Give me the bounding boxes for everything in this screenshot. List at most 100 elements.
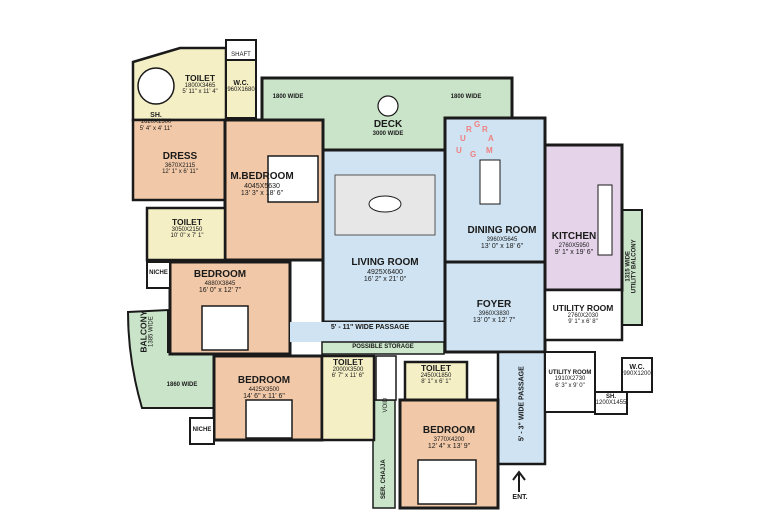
utility-room-small-label: UTILITY ROOM 1910X2730 6' 3" x 9' 0" [546,370,594,389]
bedroom-left-bed [201,305,249,351]
coffee-table [368,195,402,213]
watermark-letter: M [486,146,493,155]
shower-top-imperial: 5' 4" x 4' 11" [139,125,173,132]
utility-room-small-size: 1910X2730 [554,376,586,383]
toilet-master-name: TOILET [184,73,216,83]
bedroom-bottom-size: 3770X4200 [433,436,465,443]
foyer-size: 3960X3830 [478,310,510,317]
ser-chajja-label: SER. CHAJJA [380,459,387,499]
bedroom-left-size: 4880X3845 [204,280,236,287]
wc-right-name: W.C. [629,364,645,371]
shower-top-size: 1620X1500 [140,119,172,126]
wc-top-size: 960X1680 [227,87,255,94]
dining-room-name: DINING ROOM [467,225,537,236]
deck-right-wide-label: 1800 WIDE [450,94,482,100]
toilet-master-imperial: 5' 11" x 11' 4" [182,89,218,96]
utility-balcony-label: 1315 WIDE UTILITY BALCONY [626,226,639,306]
wide-1860-label: 1860 WIDE [166,382,198,388]
dress-area [131,118,227,202]
watermark-letter: G [474,120,481,129]
shower-right-size: 1200X1455 [595,400,627,407]
bedroom-bottom-left-imperial: 14' 6" x 11' 6" [243,392,285,400]
bedroom-bottom-name: BEDROOM [422,425,476,436]
foyer-imperial: 13' 0" x 12' 7" [472,316,516,324]
bedroom-left-label: BEDROOM 4880X3845 16' 0" x 12' 7" [180,269,260,294]
entrance-arrow-icon [512,470,526,492]
shower-right-area [594,391,628,415]
utility-room-small-area [544,351,596,413]
dress-name: DRESS [162,151,198,162]
living-room-imperial: 16' 2" x 21' 0" [363,275,407,283]
niche-top-label: NICHE [149,270,168,276]
master-bedroom-label: M.BEDROOM 4045X5630 13' 3" x 18' 6" [226,171,298,197]
wc-right-area [621,357,653,393]
deck-left-wide-label: 1800 WIDE [272,94,304,100]
wide-passage-label: 5' - 11" WIDE PASSAGE [330,324,410,331]
utility-room-small-name: UTILITY ROOM [548,370,592,376]
kitchen-counter [597,184,613,256]
foyer-name: FOYER [476,299,512,310]
toilet-left-name: TOILET [171,217,203,227]
utility-room-label: UTILITY ROOM 2760X2030 9' 1" x 6' 8" [546,304,620,326]
bedroom-bottom-left-size: 4425X3500 [248,386,280,393]
living-room-size: 4925X6400 [367,268,403,276]
bedroom-bottom-left-name: BEDROOM [237,375,291,386]
toilet-left-size: 3050X2150 [171,226,203,233]
utility-balcony-name: UTILITY BALCONY [632,239,638,294]
wc-top-name: W.C. [233,80,249,87]
bedroom-left-imperial: 16' 0" x 12' 7" [198,286,242,294]
deck-label: DECK 3000 WIDE [356,119,420,137]
wc-right-label: W.C. 990X1200 [622,364,652,378]
toilet-center-name: TOILET [420,363,452,373]
void-area [375,355,397,401]
toilet-center-label: TOILET 2450X1850 8' 1" x 6' 1" [408,364,464,386]
wc-top-label: W.C. 960X1680 [226,80,256,94]
living-room-label: LIVING ROOM 4925X6400 16' 2" x 21' 0" [340,257,430,283]
deck-table [377,95,399,117]
dining-room-label: DINING ROOM 3960X5645 13' 0" x 18' 6" [462,225,542,250]
utility-room-imperial: 9' 1" x 6' 8" [568,319,598,326]
bedroom-bottom-imperial: 12' 4" x 13' 9" [427,442,471,450]
utility-room-area [543,288,624,342]
toilet-master-label: TOILET 1800X3465 5' 11" x 11' 4" [178,74,222,96]
dress-imperial: 12' 1" x 6' 11" [162,168,198,175]
entrance-label: ENT. [512,494,528,501]
void-label: VOID [382,397,389,413]
kitchen-name: KITCHEN [551,231,597,242]
toilet-master-size: 1800X3465 [184,82,216,89]
toilet-mid-size: 2000X3500 [332,366,364,373]
kitchen-label: KITCHEN 2760X5950 9' 1" x 19' 6" [544,231,604,256]
toilet-mid-label: TOILET 2000X3500 6' 7" x 11' 6" [322,358,374,380]
master-bed [267,155,319,203]
toilet-mid-area [320,354,376,442]
master-bedroom-imperial: 13' 3" x 18' 6" [240,189,284,197]
shaft-area [225,39,257,61]
kitchen-imperial: 9' 1" x 19' 6" [554,248,594,256]
toilet-mid-imperial: 6' 7" x 11' 6" [331,373,365,380]
dining-table [479,159,501,205]
foyer-label: FOYER 3960X3830 13' 0" x 12' 7" [448,299,540,324]
possible-storage-label: POSSIBLE STORAGE [352,344,414,350]
toilet-left-label: TOILET 3050X2150 10' 0" x 7' 1" [152,218,222,240]
niche-bottom-area [189,417,215,445]
shower-right-label: SH. 1200X1455 [594,394,628,407]
utility-room-size: 2760X2030 [567,312,599,319]
deck-name: DECK [373,119,403,130]
master-bedroom-size: 4045X5630 [244,182,280,190]
bedroom-bottom-left-bed [245,399,293,439]
toilet-center-imperial: 8' 1" x 6' 1" [421,379,451,386]
dining-room-imperial: 13' 0" x 18' 6" [480,242,524,250]
watermark-letter: A [488,134,494,143]
toilet-left-imperial: 10' 0" x 7' 1" [170,233,204,240]
toilet-center-area [403,360,469,402]
living-room-name: LIVING ROOM [351,257,419,268]
wide-passage-vertical-label: 5' - 3" WIDE PASSAGE [518,366,526,442]
foyer-area [443,260,547,354]
passage-area [290,322,450,342]
niche-top-area [146,261,171,289]
wc-right-size: 990X1200 [623,371,651,378]
bedroom-bottom-label: BEDROOM 3770X4200 12' 4" x 13' 9" [412,425,486,450]
watermark-letter: U [460,134,466,143]
vertical-passage-area [496,350,547,466]
bedroom-bottom-bed [417,459,477,505]
